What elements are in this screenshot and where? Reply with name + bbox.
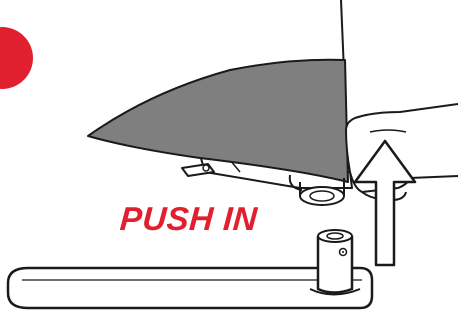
socket-post [310,230,360,295]
step-marker-circle [0,27,33,89]
hinge-clip [182,164,214,176]
push-in-label: PUSH IN [119,202,259,235]
hand-illustration [346,104,458,200]
